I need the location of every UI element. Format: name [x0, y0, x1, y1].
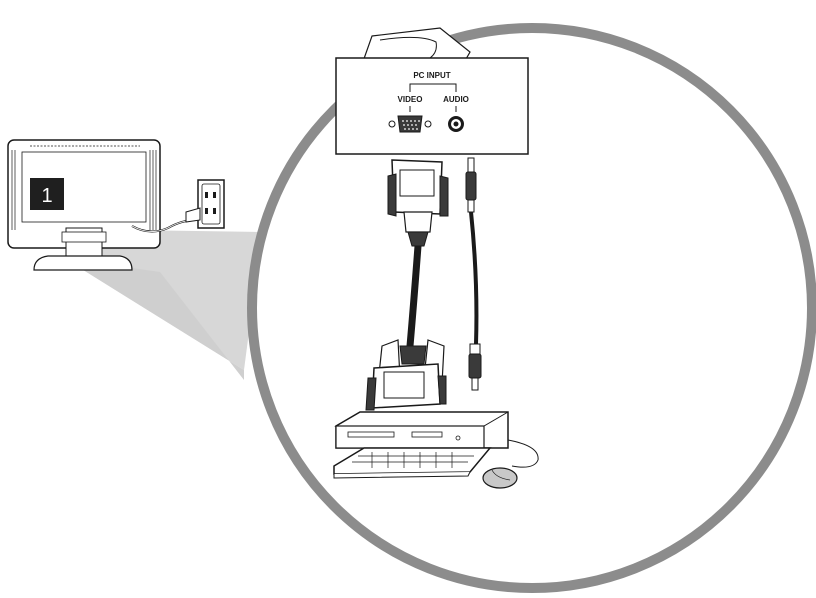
step-badge: 1: [30, 178, 64, 210]
desktop-pc-icon: [334, 411, 539, 468]
vga-cable-icon: [365, 159, 449, 411]
keyboard-icon: [333, 447, 492, 479]
pc-input-label: PC INPUT: [413, 71, 450, 80]
power-outlet-icon: [185, 179, 225, 229]
vga-port-icon: [388, 115, 432, 133]
audio-cable-icon: [465, 157, 482, 391]
mouse-icon: [482, 467, 518, 489]
step-number: 1: [41, 185, 52, 207]
pc-input-panel: PC INPUT VIDEO AUDIO: [335, 57, 529, 155]
zoom-beam-shadow: [64, 258, 244, 380]
audio-label: AUDIO: [443, 95, 469, 104]
video-label: VIDEO: [398, 95, 423, 104]
audio-jack-icon: [448, 116, 464, 132]
